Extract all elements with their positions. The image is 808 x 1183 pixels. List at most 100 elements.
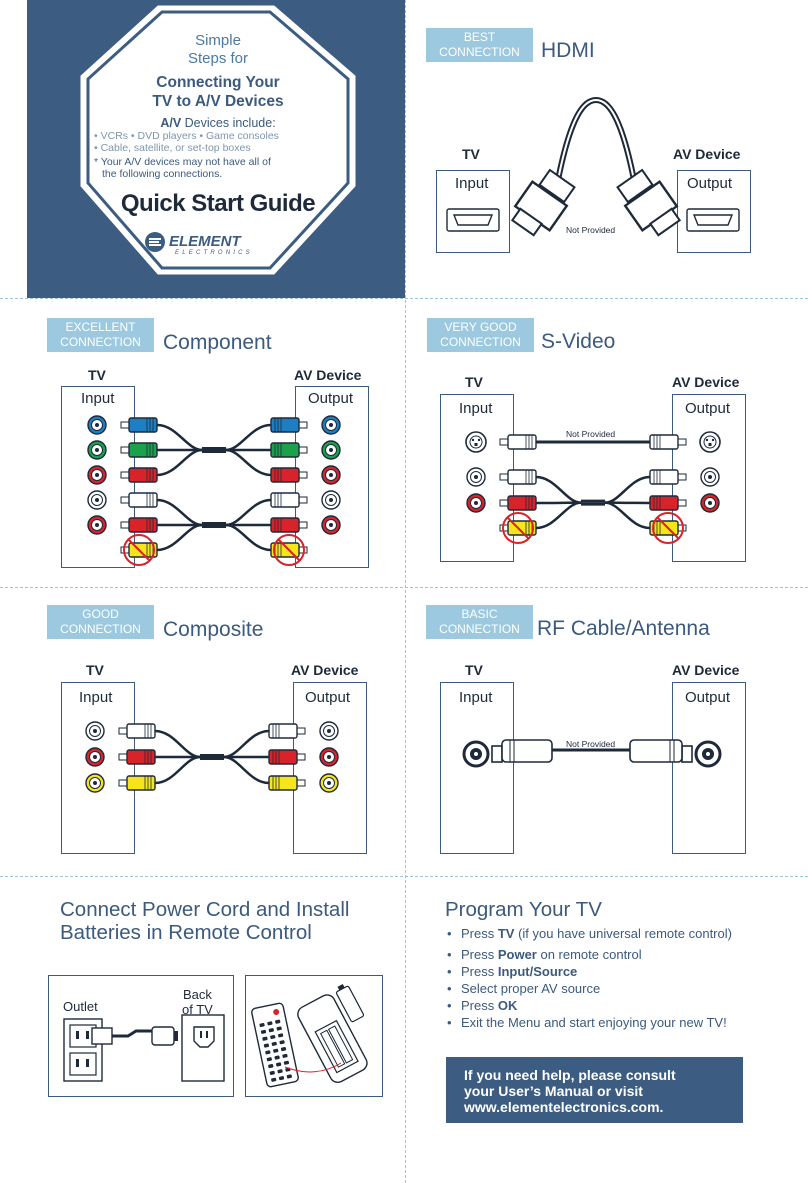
hdmi-av-device-label: AV Device: [673, 146, 741, 162]
remote-control-icon: [251, 1002, 299, 1088]
composite-plug-left: [118, 775, 156, 791]
tv-power-socket: [181, 1014, 225, 1082]
composite-title: Composite: [163, 618, 264, 641]
help-line2: your User’s Manual or visit: [464, 1083, 643, 1099]
battery-icon: [335, 984, 365, 1023]
program-step: Press Input/Source: [447, 963, 732, 980]
component-plug-left: [120, 442, 158, 458]
hdmi-connector-left: [510, 168, 576, 237]
audio-jack-tv: [466, 467, 486, 487]
svideo-diagram: [465, 431, 721, 544]
rf-av-device-label: AV Device: [672, 662, 740, 678]
component-plug-left: [120, 417, 158, 433]
component-jack-tv: [87, 515, 107, 535]
composite-input-label: Input: [79, 689, 113, 706]
quick-start-guide-title: Quick Start Guide: [120, 190, 316, 217]
cover-panel: [27, 0, 405, 298]
component-input-label: Input: [81, 390, 115, 407]
help-box: If you need help, please consult your Us…: [446, 1057, 743, 1123]
component-output-label: Output: [308, 390, 354, 407]
program-step: Press TV (if you have universal remote c…: [447, 925, 732, 942]
component-jack-tv: [87, 490, 107, 510]
av-devices-note: * Your A/V devices may not have all of t…: [80, 156, 356, 180]
svideo-jack-av: [699, 431, 721, 453]
av-devices-note-line2: the following connections.: [102, 168, 223, 180]
svideo-output-label: Output: [685, 400, 731, 417]
svideo-not-provided: Not Provided: [566, 429, 616, 439]
audio-plug-right: [649, 469, 687, 485]
cover-line2: Steps for: [187, 50, 249, 67]
logo-sub: ELECTRONICS: [175, 250, 253, 256]
component-plug-right: [270, 492, 308, 508]
component-jack-av: [321, 415, 341, 435]
component-jack-av: [321, 490, 341, 510]
audio-jack-av: [700, 467, 720, 487]
composite-jack-av: [319, 721, 339, 741]
svideo-plug-left: [499, 434, 537, 450]
svideo-tv-label: TV: [465, 374, 483, 390]
vertical-divider: [405, 0, 406, 1183]
composite-tv-label: TV: [86, 662, 104, 678]
outlet-label: Outlet: [63, 999, 98, 1014]
rf-jack-tv: [462, 740, 490, 768]
audio-jack-av: [700, 493, 720, 513]
composite-plug-left: [118, 749, 156, 765]
rf-plug-right: [629, 739, 693, 763]
svideo-jack-tv: [465, 431, 487, 453]
rf-jack-av: [694, 740, 722, 768]
prohibited-icon: [273, 534, 305, 566]
composite-plug-right: [268, 775, 306, 791]
program-step: Exit the Menu and start enjoying your ne…: [447, 1014, 732, 1031]
component-jack-tv: [87, 415, 107, 435]
composite-tv-box: [61, 682, 135, 854]
logo-word: ELEMENT: [169, 233, 243, 250]
av-devices-list-line1: • VCRs • DVD players • Game consoles: [94, 130, 279, 142]
component-jack-tv: [87, 440, 107, 460]
rf-input-label: Input: [459, 689, 493, 706]
program-step: Select proper AV source: [447, 980, 732, 997]
horizontal-divider-2: [0, 587, 808, 588]
power-title: Connect Power Cord and Install Batteries…: [60, 898, 350, 944]
audio-plug-right: [649, 495, 687, 511]
cover-title-line2: TV to A/V Devices: [152, 93, 284, 110]
component-jack-tv: [87, 465, 107, 485]
component-plug-left: [120, 467, 158, 483]
rf-tv-box: [440, 682, 514, 854]
component-jack-av: [321, 515, 341, 535]
cover-text: Simple Steps for Connecting Your TV to A…: [80, 32, 356, 218]
composite-diagram: [85, 721, 339, 793]
component-cable-video: [156, 423, 272, 477]
composite-plug-left: [118, 723, 156, 739]
hdmi-title: HDMI: [541, 39, 595, 62]
av-devices-list: • VCRs • DVD players • Game consoles • C…: [80, 130, 356, 154]
av-devices-note-line1: * Your A/V devices may not have all of: [94, 156, 271, 168]
composite-jack-tv: [85, 721, 105, 741]
rf-tv-label: TV: [465, 662, 483, 678]
component-tv-label: TV: [88, 367, 106, 383]
hdmi-port-av: [686, 208, 740, 232]
prohibited-icon: [502, 512, 534, 544]
octagon-badge: [80, 5, 356, 275]
hdmi-port-tv: [446, 208, 500, 232]
svideo-av-device-label: AV Device: [672, 374, 740, 390]
program-step: Press Power on remote control: [447, 946, 732, 963]
help-line1: If you need help, please consult: [464, 1067, 676, 1083]
help-line3: www.elementelectronics.com.: [464, 1099, 664, 1115]
svideo-input-label: Input: [459, 400, 493, 417]
audio-plug-left: [499, 495, 537, 511]
component-jack-av: [321, 440, 341, 460]
audio-jack-tv: [466, 493, 486, 513]
component-plug-right: [270, 417, 308, 433]
component-plug-right: [270, 442, 308, 458]
hdmi-tv-label: TV: [462, 146, 480, 162]
av-devices-heading: A/V Devices include:: [160, 116, 276, 130]
horizontal-divider-3: [0, 876, 808, 877]
rf-title: RF Cable/Antenna: [537, 617, 710, 640]
component-cable-audio: [156, 498, 272, 552]
composite-jack-av: [319, 773, 339, 793]
composite-jack-tv: [85, 747, 105, 767]
program-title: Program Your TV: [445, 898, 602, 921]
